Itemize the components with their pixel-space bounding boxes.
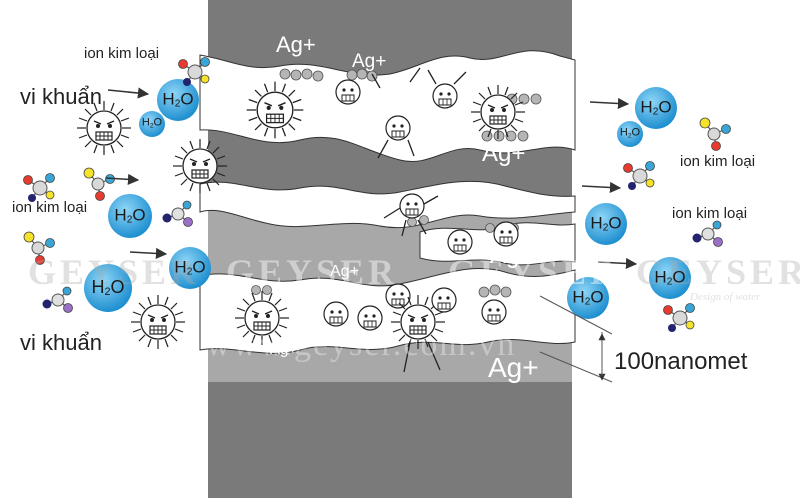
label-ion-kim-loai-right-top: ion kim loại <box>680 153 756 170</box>
water-molecule-6 <box>635 87 677 129</box>
water-label-8: H2O <box>590 213 622 234</box>
watermark-brand-2: GEYSER <box>226 252 399 292</box>
water-molecule-4 <box>169 247 211 289</box>
label-ion-kim-loai-mid-left: ion kim loại <box>12 199 88 216</box>
bacterium-trapped-4 <box>432 83 458 109</box>
metal-ion-3 <box>83 167 116 202</box>
bacterium-3 <box>130 294 186 350</box>
water-molecules <box>84 79 691 319</box>
label-scale-100nm: 100nanomet <box>614 348 748 375</box>
water-molecule-10 <box>567 277 609 319</box>
watermark-tagline: Design of water <box>690 291 761 303</box>
label-ion-kim-loai-top-left: ion kim loại <box>84 45 160 62</box>
silver-ion-label-9: Ag+ <box>270 341 298 358</box>
bacteria-limbs <box>371 67 467 373</box>
silver-ion-label-4: Ag+ <box>510 60 550 85</box>
label-vi-khuan-bottom: vi khuẩn <box>20 330 102 355</box>
water-label-4: H2O <box>174 257 206 278</box>
bacterium-2 <box>172 138 228 194</box>
silver-ion-label-7: Ag+ <box>490 242 534 269</box>
water-label-7: H2O <box>619 126 641 140</box>
metal-ion-4 <box>161 200 194 228</box>
silver-ion-label-6: Ag+ <box>492 193 530 216</box>
bacterium-trapped-1 <box>245 80 305 140</box>
silver-ion-label-5: Ag+ <box>482 140 526 167</box>
water-label-9: H2O <box>654 267 686 288</box>
metal-ion-8 <box>622 160 656 191</box>
bacterium-trapped-15 <box>481 299 507 325</box>
water-molecule-3 <box>108 194 152 238</box>
bacterium-trapped-3 <box>385 115 411 141</box>
water-label-10: H2O <box>572 287 604 308</box>
water-molecule-8 <box>585 203 627 245</box>
water-molecule-2 <box>139 111 165 137</box>
silver-ion-label-2: Ag+ <box>352 51 387 72</box>
silver-ion-label-1: Ag+ <box>276 32 316 57</box>
metal-ion-10 <box>662 302 696 333</box>
water-label-2: H2O <box>141 116 163 130</box>
watermark-url: www.geyser.com.vn <box>206 326 517 363</box>
flow-arrows <box>105 87 638 270</box>
label-ion-kim-loai-right-mid: ion kim loại <box>672 205 748 222</box>
water-molecule-9 <box>649 257 691 299</box>
water-label-3: H2O <box>114 205 146 226</box>
metal-ion-9 <box>691 220 724 248</box>
silver-ion-label-10: Ag+ <box>488 352 539 383</box>
water-label-5: H2O <box>91 277 125 299</box>
silver-ion-label-3: Ag+ <box>320 115 348 132</box>
silver-ion-label-8: Ag+ <box>330 263 359 280</box>
bacterium-trapped-7 <box>447 229 473 255</box>
water-label-1: H2O <box>162 89 194 110</box>
scale-indicator <box>539 295 613 383</box>
bacterium-trapped-5 <box>470 84 526 140</box>
bacterium-trapped-6 <box>399 193 425 219</box>
filter-channel-upper-middle <box>199 180 576 229</box>
watermark-brand-1: GEYSER <box>28 252 201 292</box>
label-vi-khuan-top: vi khuẩn <box>20 84 102 109</box>
watermark-brand-4: GEYSER <box>636 252 800 292</box>
metal-ion-2 <box>22 172 56 203</box>
water-molecule-5 <box>84 264 132 312</box>
water-label-6: H2O <box>640 97 672 118</box>
water-molecule-7 <box>617 121 643 147</box>
metal-ion-7 <box>699 117 732 152</box>
watermark-brand-3: GEYSER <box>448 252 621 292</box>
bacterium-trapped-10 <box>323 301 349 327</box>
bacterium-trapped-2 <box>335 79 361 105</box>
water-molecule-1 <box>157 79 199 121</box>
